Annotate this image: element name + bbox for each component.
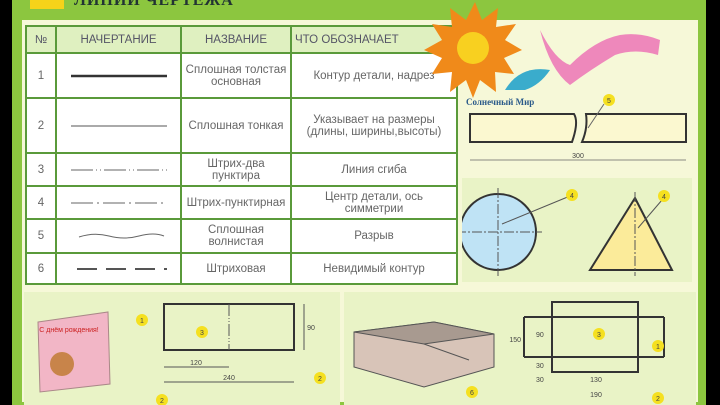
sun-logo-illustration [424, 2, 660, 98]
card-text: С днём рождения! [39, 327, 99, 334]
header-style: НАЧЕРТАНИЕ [55, 25, 182, 54]
row-meaning: Невидимый контур [290, 252, 458, 285]
callout-badge: 5 [607, 98, 611, 105]
dim-label: 90 [307, 325, 315, 332]
line-sample-dashed [55, 252, 182, 285]
row-num: 1 [25, 52, 57, 99]
row-num: 5 [25, 218, 57, 254]
line-sample-dash-dot-dot [55, 152, 182, 187]
table-row: 5 Сплошная волнистая Разрыв [25, 218, 458, 254]
callout-badge: 4 [662, 194, 666, 201]
dim-label: 240 [223, 375, 235, 382]
logo-text: Солнечный Мир [466, 97, 535, 107]
callout-badge: 2 [318, 376, 322, 383]
row-num: 3 [25, 152, 57, 187]
axis-diagrams: 4 4 [462, 188, 674, 276]
dim-label: 120 [190, 360, 202, 367]
table-row: 1 Сплошная толстая основная Контур детал… [25, 52, 458, 99]
dim-label: 300 [572, 153, 584, 160]
row-num: 2 [25, 97, 57, 154]
row-name: Сплошная толстая основная [180, 52, 292, 99]
row-meaning: Разрыв [290, 218, 458, 254]
row-name: Сплошная тонкая [180, 97, 292, 154]
dim-label: 150 [509, 337, 521, 344]
table-header: № НАЧЕРТАНИЕ НАЗВАНИЕ ЧТО ОБОЗНАЧАЕТ [25, 25, 458, 54]
line-sample-thin [55, 97, 182, 154]
row-name: Штрих-пунктирная [180, 185, 292, 220]
callout-badge: 1 [140, 318, 144, 325]
dim-label: 190 [590, 392, 602, 399]
callout-badge: 2 [656, 396, 660, 403]
callout-badge: 6 [470, 390, 474, 397]
row-meaning: Указывает на размеры (длины, ширины,высо… [290, 97, 458, 154]
line-types-table: № НАЧЕРТАНИЕ НАЗВАНИЕ ЧТО ОБОЗНАЧАЕТ 1 С… [25, 25, 458, 285]
dim-label: 130 [590, 377, 602, 384]
row-meaning: Центр детали, ось симметрии [290, 185, 458, 220]
ribbon-icon [540, 30, 660, 85]
break-line-diagram: 300 5 [469, 94, 687, 161]
row-name: Сплошная волнистая [180, 218, 292, 254]
greeting-card [37, 311, 111, 393]
callout-badge: 4 [570, 193, 574, 200]
dim-label: 90 [536, 332, 544, 339]
table-row: 3 Штрих-два пунктира Линия сгиба [25, 152, 458, 187]
table-row: 6 Штриховая Невидимый контур [25, 252, 458, 285]
line-sample-thick [55, 52, 182, 99]
triangle-shape [588, 195, 674, 271]
callout-badge: 3 [597, 332, 601, 339]
header-name: НАЗВАНИЕ [180, 25, 292, 54]
poster-title: ЛИНИИ ЧЕРТЕЖА [74, 0, 234, 9]
row-num: 4 [25, 185, 57, 220]
row-num: 6 [25, 252, 57, 285]
line-sample-wavy [55, 218, 182, 254]
row-meaning: Линия сгиба [290, 152, 458, 187]
line-sample-dash-dot [55, 185, 182, 220]
dim-label: 30 [536, 377, 544, 384]
callout-badge: 3 [200, 330, 204, 337]
table-row: 2 Сплошная тонкая Указывает на размеры (… [25, 97, 458, 154]
dim-label: 30 [536, 363, 544, 370]
title-marker [30, 0, 64, 9]
header-num: № [25, 25, 57, 54]
callout-badge: 1 [656, 344, 660, 351]
table-row: 4 Штрих-пунктирная Центр детали, ось сим… [25, 185, 458, 220]
bottom-diagrams: С днём рождения! 120 240 90 1 3 2 2 6 15… [37, 301, 665, 405]
row-name: Штрих-два пунктира [180, 152, 292, 187]
callout-badge: 2 [160, 398, 164, 405]
row-name: Штриховая [180, 252, 292, 285]
